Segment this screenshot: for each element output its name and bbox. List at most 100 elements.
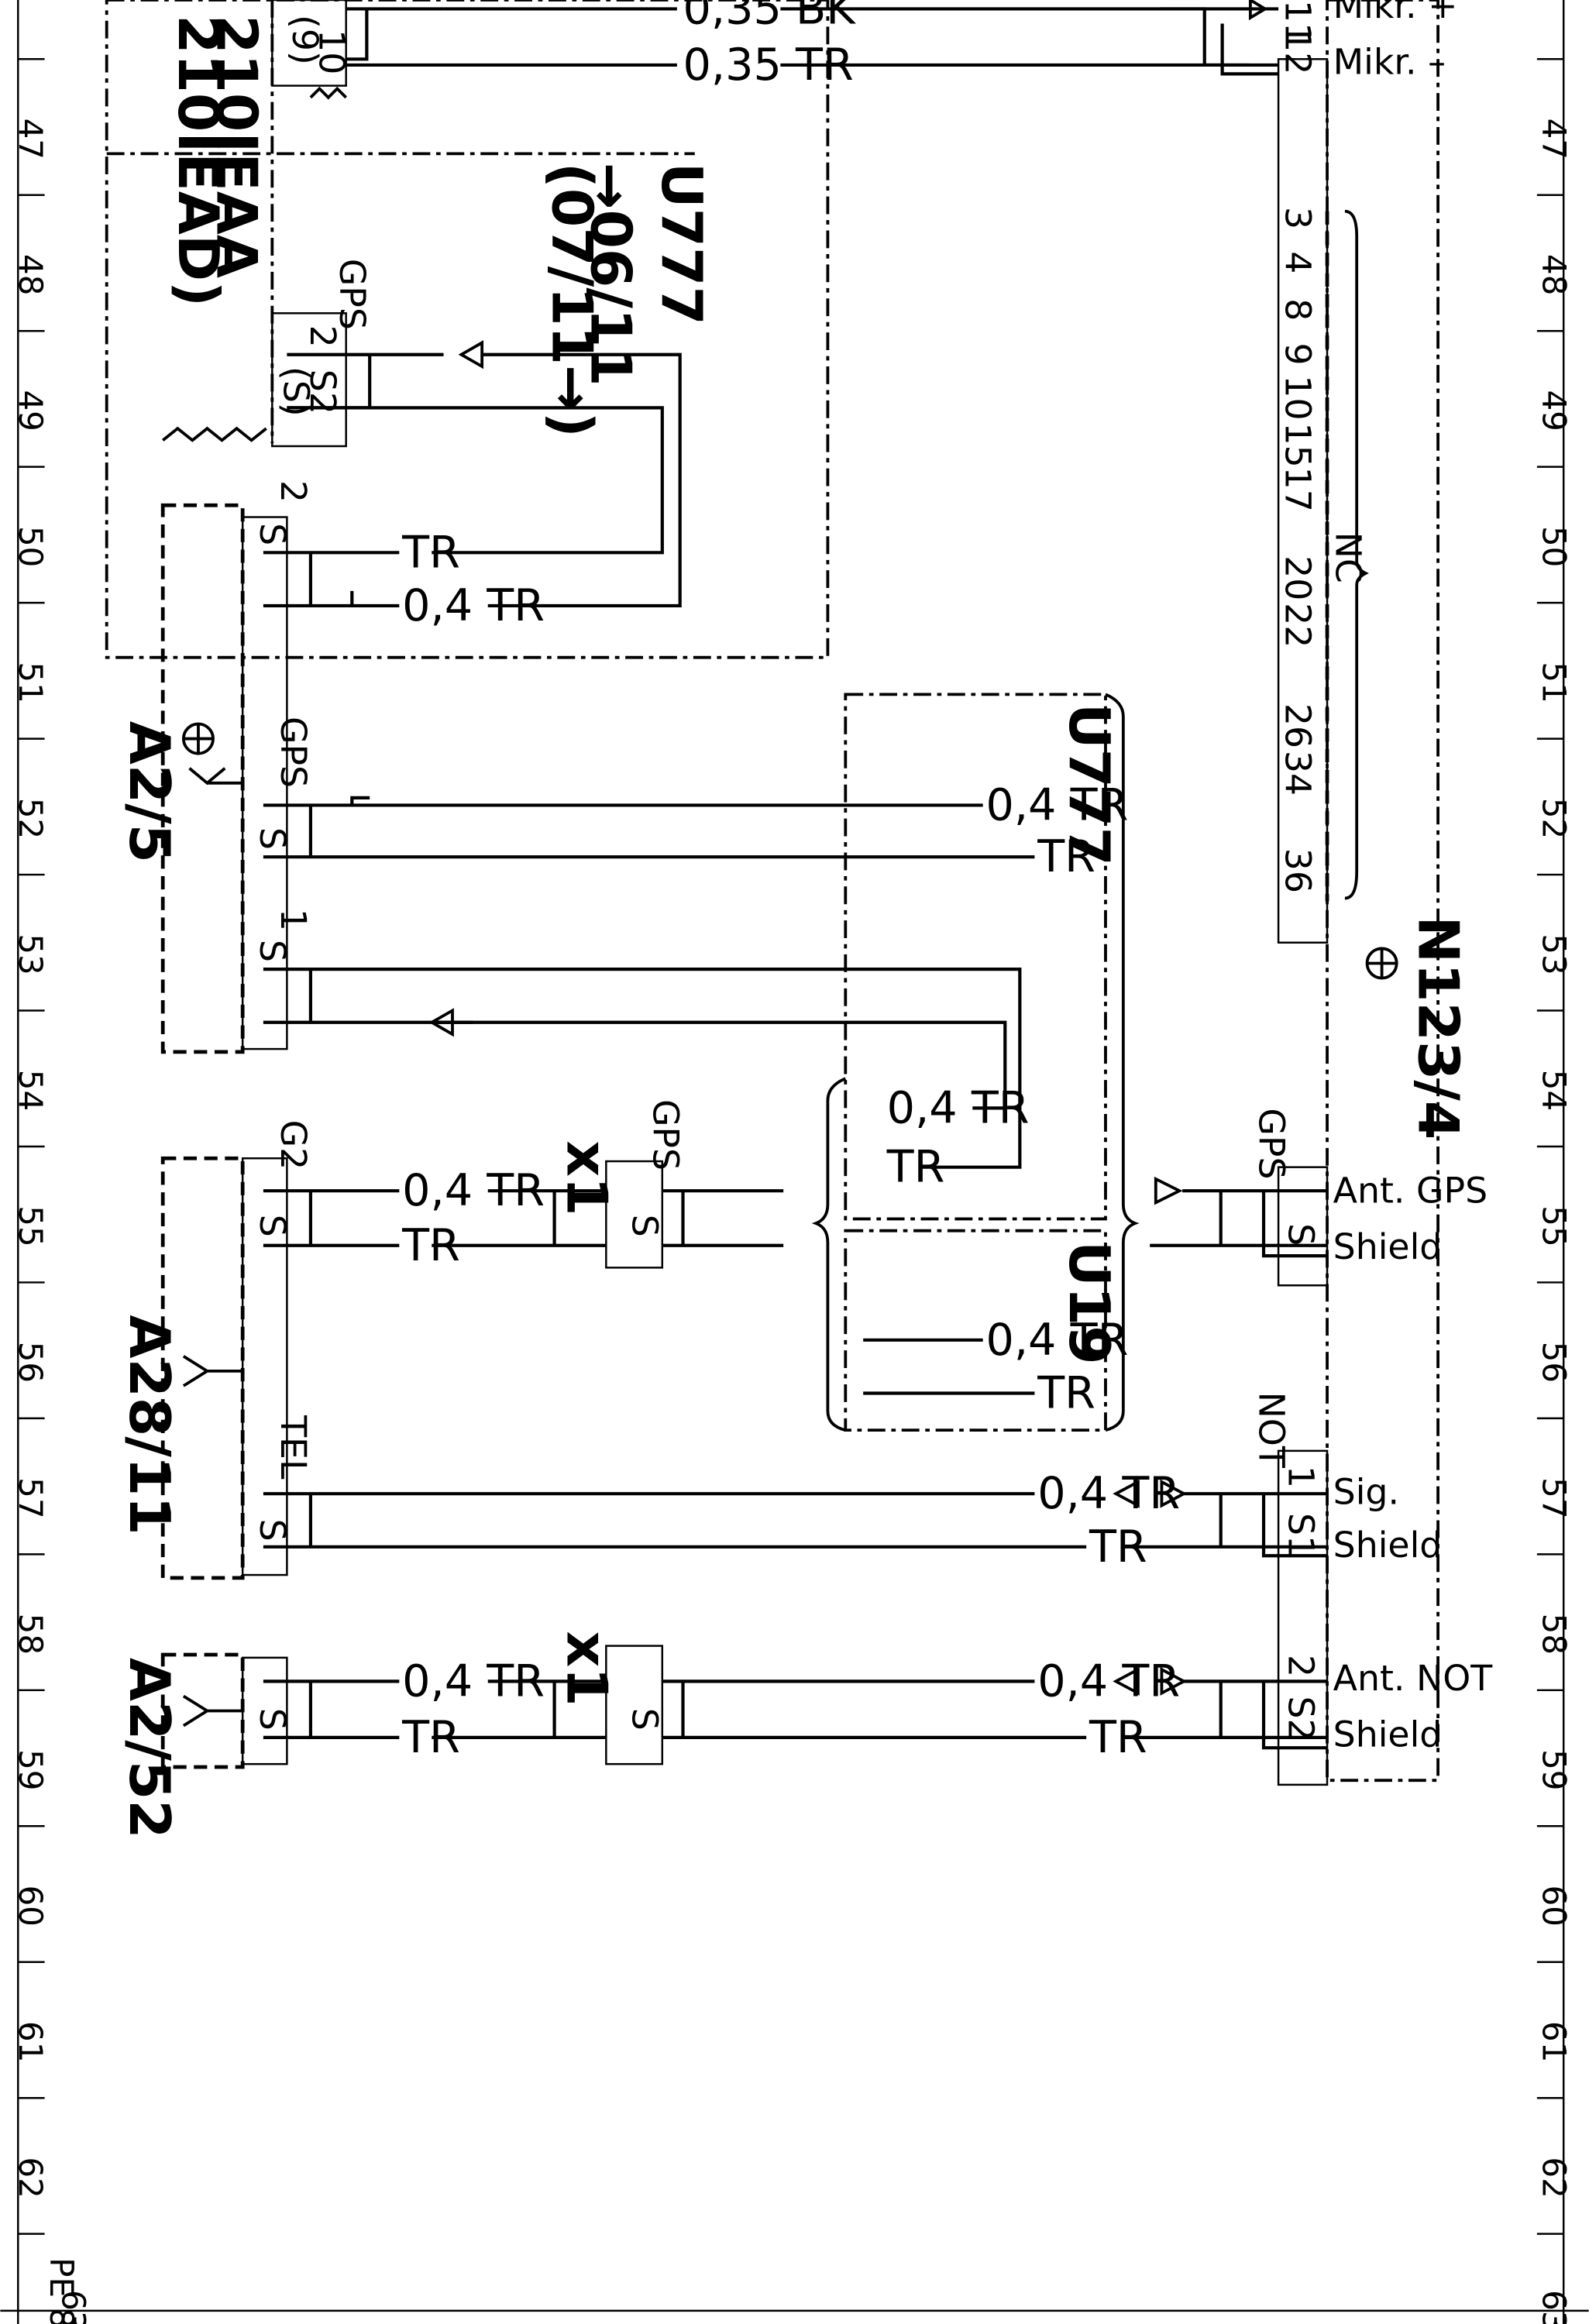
brace-nc-pins — [1344, 209, 1369, 900]
u777-top-range-1: →06/11 — [577, 163, 642, 387]
shield-1: Shield — [1333, 1226, 1443, 1267]
nc-pin-17: 17 — [1278, 467, 1319, 512]
ruler-left-59: 59 — [12, 1749, 50, 1790]
n123-4-gps-connector — [1277, 1166, 1329, 1287]
n123-4-pin-2: 2 — [1280, 1655, 1321, 1677]
ruler-left-51: 51 — [12, 662, 50, 703]
antenna-icon-a2-5 — [181, 722, 243, 786]
ruler-left-53: 53 — [12, 933, 50, 975]
ruler-left-47: 47 — [12, 119, 50, 160]
u19-wire-04tr: 0,4 TR — [985, 1315, 1128, 1366]
ruler-right-58: 58 — [1535, 1614, 1573, 1655]
a2-5-s-gps: S — [252, 827, 293, 850]
ruler-left-49: 49 — [12, 390, 50, 431]
a2-52-wire-tr: TR — [401, 1712, 460, 1763]
u777-mid-wire-04tr: 0,4 TR — [985, 779, 1128, 830]
a2-5-pin-2: 2 — [273, 480, 314, 503]
shield-3: Shield — [1333, 1714, 1443, 1755]
n123-4-nc-connector — [1277, 58, 1329, 944]
u777-top-connector — [271, 312, 347, 448]
ruler-right-48: 48 — [1535, 254, 1573, 295]
nc-pin-9: 9 — [1278, 342, 1319, 365]
nc-pin-36: 36 — [1278, 848, 1319, 893]
a2-5-s-top: S — [252, 523, 293, 545]
ruler-right-56: 56 — [1535, 1342, 1573, 1383]
antenna-icon-a28-11 — [182, 1355, 243, 1387]
ruler-left-56: 56 — [12, 1342, 50, 1383]
ruler-left-60: 60 — [12, 1886, 50, 1927]
a28-11-wire-tr: TR — [401, 1220, 460, 1271]
n123-4-label: N123/4 — [1405, 916, 1470, 1140]
a28-11-tel-label: TEL — [273, 1415, 314, 1480]
a2-5-gps-label: GPS — [273, 717, 314, 788]
nc-pin-34: 34 — [1278, 751, 1319, 796]
nc-pin-22: 22 — [1278, 603, 1319, 648]
sig: Sig. — [1333, 1472, 1399, 1513]
ruler-left-55: 55 — [12, 1205, 50, 1246]
u777-top-gps-label: GPS — [332, 259, 373, 330]
a28-11-connector — [241, 1157, 288, 1576]
mikr-plus: Mikr. + — [1333, 0, 1458, 26]
a28-11-label: A28/11 — [116, 1315, 181, 1535]
antenna-icon-a2-52 — [182, 1694, 243, 1728]
ruler-left-52: 52 — [12, 798, 50, 839]
n123-4-not-connector — [1277, 1449, 1329, 1786]
ruler-left-54: 54 — [12, 1070, 50, 1111]
u777-mid-box — [844, 693, 1107, 1221]
u777-top-code: U777 — [648, 163, 714, 325]
u19-code: U19 — [1056, 1241, 1121, 1365]
nc-pin-26: 26 — [1278, 703, 1319, 748]
ruler-right-50: 50 — [1535, 526, 1573, 567]
u19-box — [844, 1229, 1107, 1432]
n123-4-gps-label: GPS — [1250, 1108, 1291, 1179]
antenna-icon-n123-4 — [1365, 947, 1398, 980]
a2-5-label: A2/5 — [116, 721, 181, 863]
u777-top-pin-s-paren: (S) — [276, 366, 317, 417]
ruler-right-57: 57 — [1535, 1477, 1573, 1518]
n123-4-s2: S2 — [1280, 1696, 1321, 1741]
x1-gps-connector — [605, 1160, 664, 1269]
a28-11-wire-tr-long: TR — [1089, 1521, 1147, 1573]
u777-top-box — [105, 0, 830, 659]
ruler-right-52: 52 — [1535, 798, 1573, 839]
nc-pin-20: 20 — [1278, 555, 1319, 600]
ruler-right-47: 47 — [1535, 119, 1573, 160]
nc-pin-3: 3 — [1278, 207, 1319, 229]
n123-4-s-gps: S — [1280, 1223, 1321, 1246]
not-label: NOT — [1250, 1392, 1291, 1469]
ruler-right-61: 61 — [1535, 2021, 1573, 2062]
ruler-left-63: 63 — [54, 2290, 92, 2324]
u777-mid-wire-tr: TR — [1037, 831, 1095, 882]
top-pin-11: 11 — [1278, 0, 1319, 45]
a2-52-wire-04tr-long: 0,4 TR — [1037, 1655, 1180, 1707]
ruler-right-51: 51 — [1535, 662, 1573, 703]
ruler-left-50: 50 — [12, 526, 50, 567]
a28-11-wire-04tr: 0,4 TR — [402, 1165, 545, 1216]
u777-top-pin-2: 2 — [302, 325, 343, 348]
top-wire-tr: 0,35 TR — [683, 40, 854, 91]
a2-52-wire-04tr: 0,4 TR — [402, 1655, 545, 1707]
u19-wire-tr: TR — [1037, 1368, 1095, 1419]
signal-triangles — [428, 0, 1268, 1696]
n123-4-s1: S1 — [1280, 1513, 1321, 1558]
top-pin-9: (9) — [284, 15, 325, 65]
nc-pin-4: 4 — [1278, 251, 1319, 273]
x1-not-label: x1 — [554, 1631, 619, 1707]
ruler-right-63: 63 — [1535, 2290, 1573, 2324]
top-connector — [271, 0, 347, 87]
left-ruler-ticks — [18, 58, 45, 2235]
ruler-left-48: 48 — [12, 254, 50, 295]
ruler-right-59: 59 — [1535, 1749, 1573, 1790]
n123-4-pin-1: 1 — [1280, 1466, 1321, 1488]
top-pin-10: 10 — [311, 29, 352, 74]
a2-52-s-label: S — [252, 1708, 293, 1731]
a2-52-label: A2/52 — [116, 1658, 181, 1839]
ant-not: Ant. NOT — [1333, 1658, 1494, 1699]
u777-top-pin-s2: S2 — [302, 370, 343, 414]
ant-gps: Ant. GPS — [1333, 1170, 1488, 1211]
right-ruler-ticks — [1536, 58, 1564, 2235]
nc-pin-15: 15 — [1278, 422, 1319, 467]
brace-u777-u19 — [811, 1077, 847, 1432]
